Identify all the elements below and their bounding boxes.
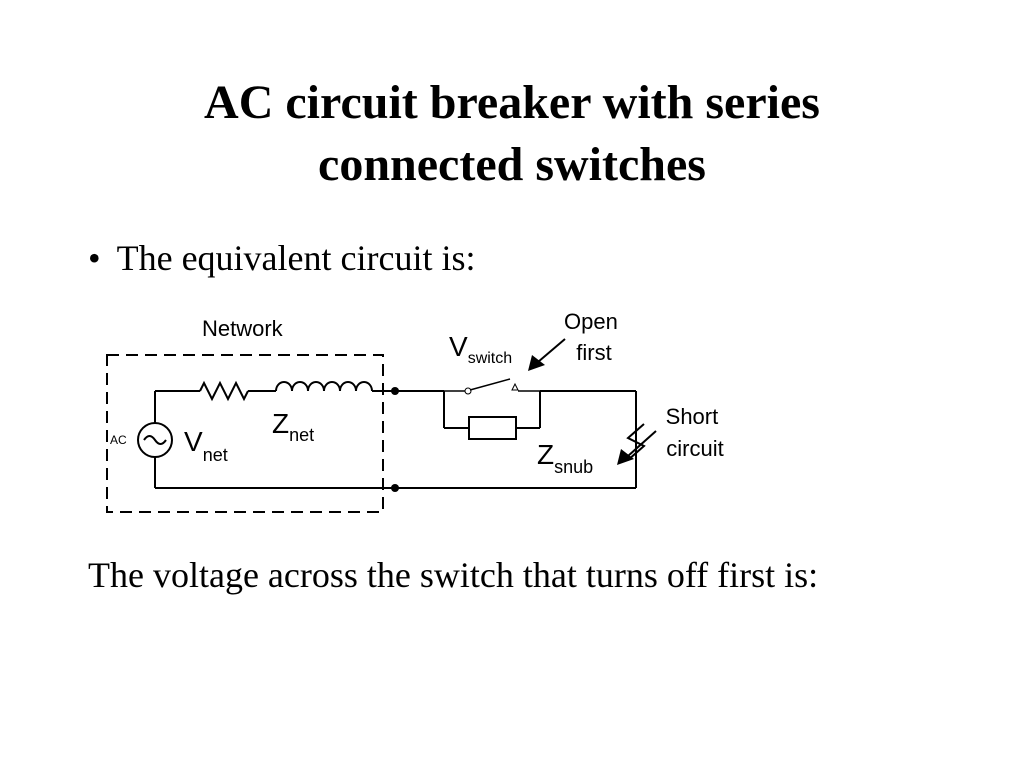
network-boundary bbox=[106, 354, 384, 513]
z-net-label: Znet bbox=[272, 408, 314, 445]
short-circuit-arrow bbox=[617, 430, 657, 465]
snubber-resistor-symbol bbox=[468, 416, 517, 440]
bullet-item: • The equivalent circuit is: bbox=[88, 236, 475, 280]
v-switch-main: V bbox=[449, 331, 468, 362]
short-circuit-label: Short circuit bbox=[666, 404, 725, 461]
ac-source-symbol bbox=[137, 422, 173, 458]
network-label: Network bbox=[202, 316, 284, 341]
z-snub-sub: snub bbox=[554, 457, 593, 477]
open-first-arrow bbox=[528, 338, 566, 371]
v-net-sub: net bbox=[203, 445, 228, 465]
short-circuit-symbol bbox=[626, 423, 646, 461]
bullet-dot: • bbox=[88, 238, 101, 278]
v-switch-label: Vswitch bbox=[449, 331, 512, 367]
open-first-line-2: first bbox=[576, 340, 611, 365]
switch-contact-right bbox=[511, 382, 519, 391]
ac-label: AC bbox=[110, 433, 127, 447]
slide-title: AC circuit breaker with series connected… bbox=[0, 72, 1024, 196]
open-first-line-1: Open bbox=[564, 309, 618, 334]
inductor-symbol bbox=[275, 381, 373, 392]
switch-blade bbox=[469, 378, 511, 391]
short-circuit-line-1: Short bbox=[666, 404, 719, 429]
short-circuit-line-2: circuit bbox=[666, 436, 723, 461]
v-net-label: Vnet bbox=[184, 426, 228, 465]
z-snub-main: Z bbox=[537, 439, 554, 470]
open-first-label: Open first bbox=[564, 309, 624, 365]
z-net-main: Z bbox=[272, 408, 289, 439]
switch-contact-left bbox=[464, 387, 472, 395]
title-line-1: AC circuit breaker with series bbox=[204, 76, 820, 129]
body-text: The voltage across the switch that turns… bbox=[88, 555, 819, 595]
z-snub-label: Zsnub bbox=[537, 439, 593, 477]
z-net-sub: net bbox=[289, 425, 314, 445]
resistor-symbol bbox=[199, 380, 249, 402]
v-net-main: V bbox=[184, 426, 203, 457]
title-line-2: connected switches bbox=[318, 138, 706, 191]
bullet-text: The equivalent circuit is: bbox=[116, 238, 476, 278]
v-switch-sub: switch bbox=[468, 350, 512, 367]
